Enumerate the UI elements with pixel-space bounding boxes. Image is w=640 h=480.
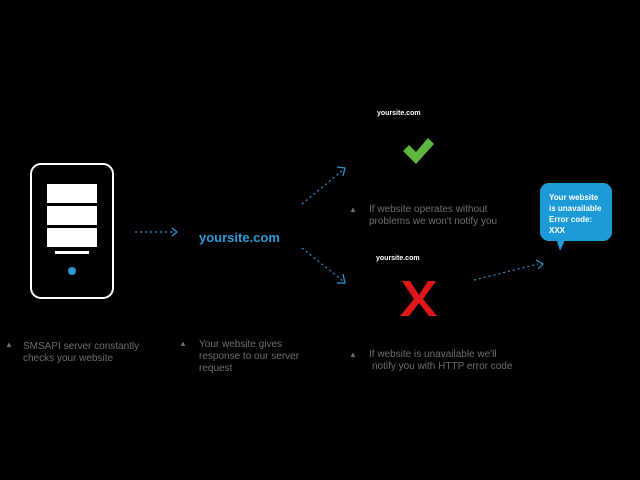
caption-error: If website is unavailable we'll notify y… bbox=[369, 349, 539, 373]
caption-line: If website operates without bbox=[369, 204, 488, 215]
triangle-icon: ▲ bbox=[349, 350, 357, 359]
caption-response: Your website gives response to our serve… bbox=[199, 339, 319, 375]
notification-message: Your website is unavailable Error code: … bbox=[549, 192, 619, 236]
x-mark-icon bbox=[400, 281, 437, 316]
triangle-icon: ▲ bbox=[5, 340, 13, 349]
caption-line: response to our server bbox=[199, 351, 300, 362]
caption-line: request bbox=[199, 363, 233, 374]
site-domain-label: yoursite.com bbox=[199, 230, 280, 245]
caption-line: Your website gives bbox=[199, 339, 283, 350]
checkmark-icon bbox=[403, 138, 434, 164]
speech-bubble-icon bbox=[540, 183, 612, 251]
caption-line: problems we won't notify you bbox=[369, 216, 498, 227]
arrow-server-to-site bbox=[135, 227, 178, 237]
notification-line-3: Error code: bbox=[549, 215, 593, 224]
caption-server: SMSAPI server constantly checks your web… bbox=[23, 341, 163, 365]
caption-line: If website is unavailable we'll bbox=[369, 349, 497, 360]
notification-line-2: is unavailable bbox=[549, 204, 602, 213]
caption-line: checks your website bbox=[23, 353, 114, 364]
arrow-error-to-notification bbox=[473, 259, 544, 281]
arrow-site-to-ok bbox=[301, 166, 346, 205]
notification-line-1: Your website bbox=[549, 193, 599, 202]
server-device-icon bbox=[30, 163, 114, 299]
triangle-icon: ▲ bbox=[349, 205, 357, 214]
error-domain-label: yoursite.com bbox=[376, 255, 420, 262]
ok-domain-label: yoursite.com bbox=[377, 110, 421, 117]
notification-line-4: XXX bbox=[549, 226, 566, 235]
caption-ok: If website operates without problems we … bbox=[369, 204, 519, 228]
caption-line: SMSAPI server constantly bbox=[23, 341, 140, 352]
arrow-site-to-error bbox=[301, 247, 346, 284]
triangle-icon: ▲ bbox=[179, 339, 187, 348]
caption-line: notify you with HTTP error code bbox=[372, 361, 513, 372]
